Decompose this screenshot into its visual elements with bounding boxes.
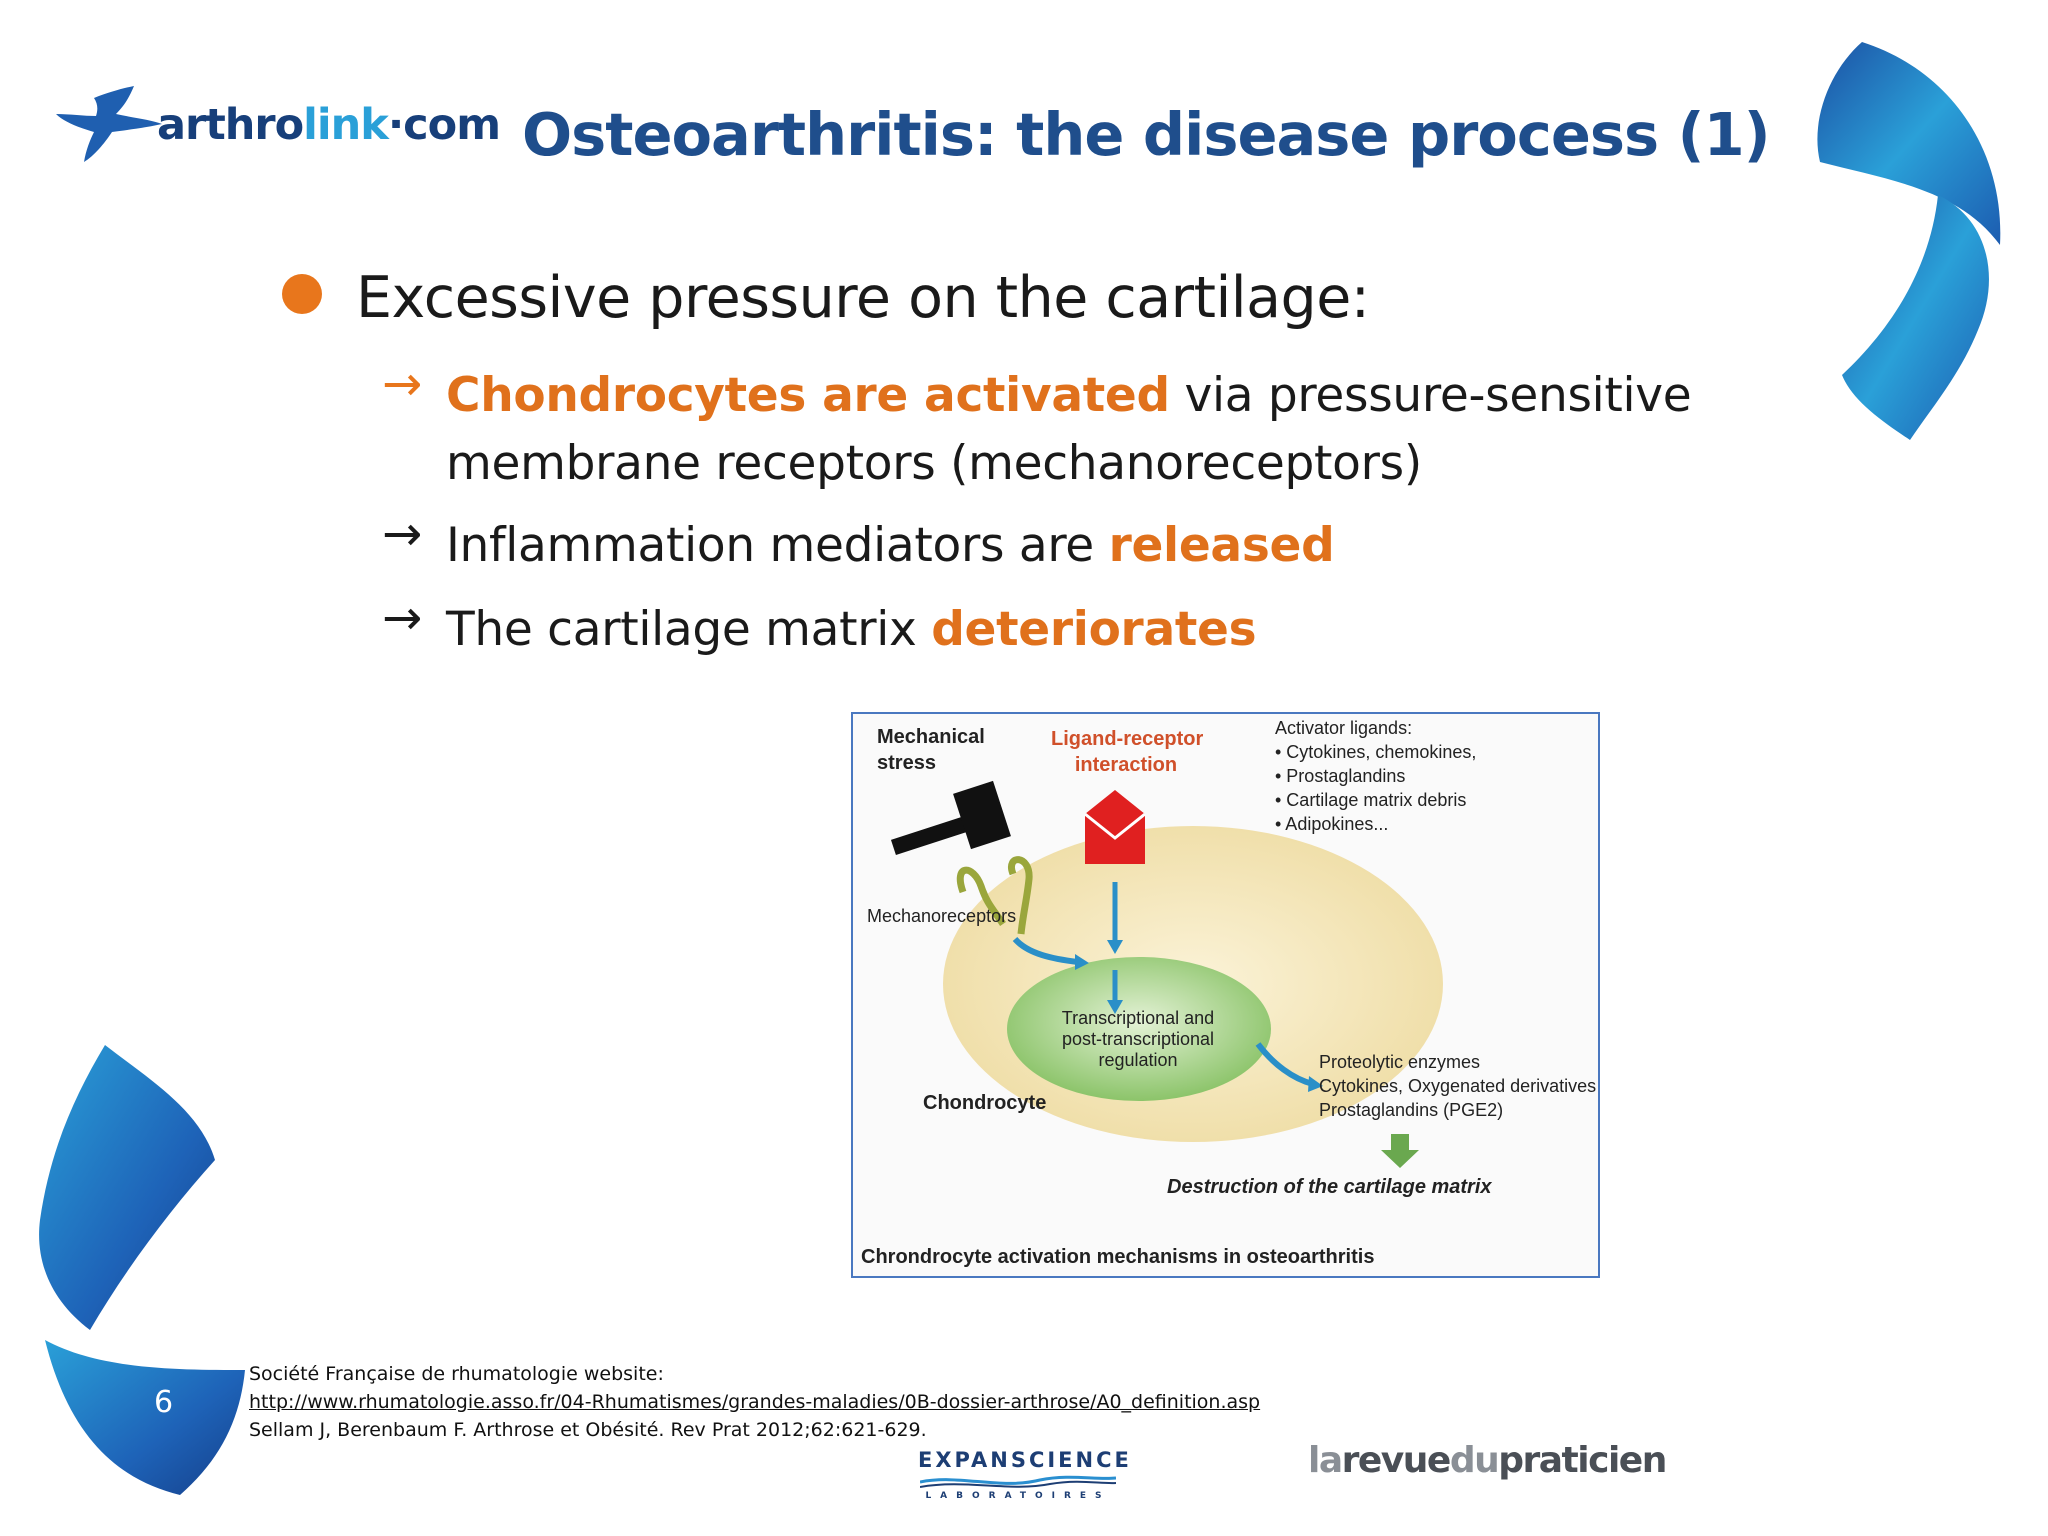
sub-point-1-line-2: membrane receptors (mechanoreceptors) [446,436,1422,491]
hammer-icon [890,780,1011,856]
decorative-ribbon-bottom-left [39,1045,245,1495]
decorative-ribbon-top-right [1817,42,2001,440]
slide-title: Osteoarthritis: the disease process (1) [522,100,1771,169]
reference-link[interactable]: http://www.rhumatologie.asso.fr/04-Rhuma… [249,1391,1261,1413]
reference-1: Société Française de rhumatologie websit… [249,1363,664,1385]
arthrolink-wordmark: arthrolink·com [157,100,501,150]
envelope-icon [1084,790,1146,864]
page-number: 6 [154,1385,174,1420]
la-revue-du-praticien-logo: larevuedupraticien [1308,1440,1667,1481]
expanscience-logo: EXPANSCIENCE LABORATOIRES [918,1448,1132,1501]
main-bullet-text: Excessive pressure on the cartilage: [356,265,1370,331]
arrow-right-icon: → [382,506,423,562]
reference-2: Sellam J, Berenbaum F. Arthrose et Obési… [249,1419,927,1441]
arthrolink-swoosh-icon [56,86,162,162]
diagram-graphics [890,780,1443,1168]
arrow-right-icon: → [382,590,423,646]
arthrolink-logo[interactable]: arthrolink·com [54,84,501,164]
references: Société Française de rhumatologie websit… [249,1360,1260,1444]
sub-point-1-line-1: Chondrocytes are activated via pressure-… [446,368,1692,423]
bullet-dot-icon [282,274,322,314]
expanscience-wave-icon [920,1475,1116,1488]
cell-nucleus [1007,957,1271,1101]
chondrocyte-diagram: Mechanical stress Ligand-receptor intera… [851,712,1600,1278]
arrow-right-icon: → [382,356,423,412]
